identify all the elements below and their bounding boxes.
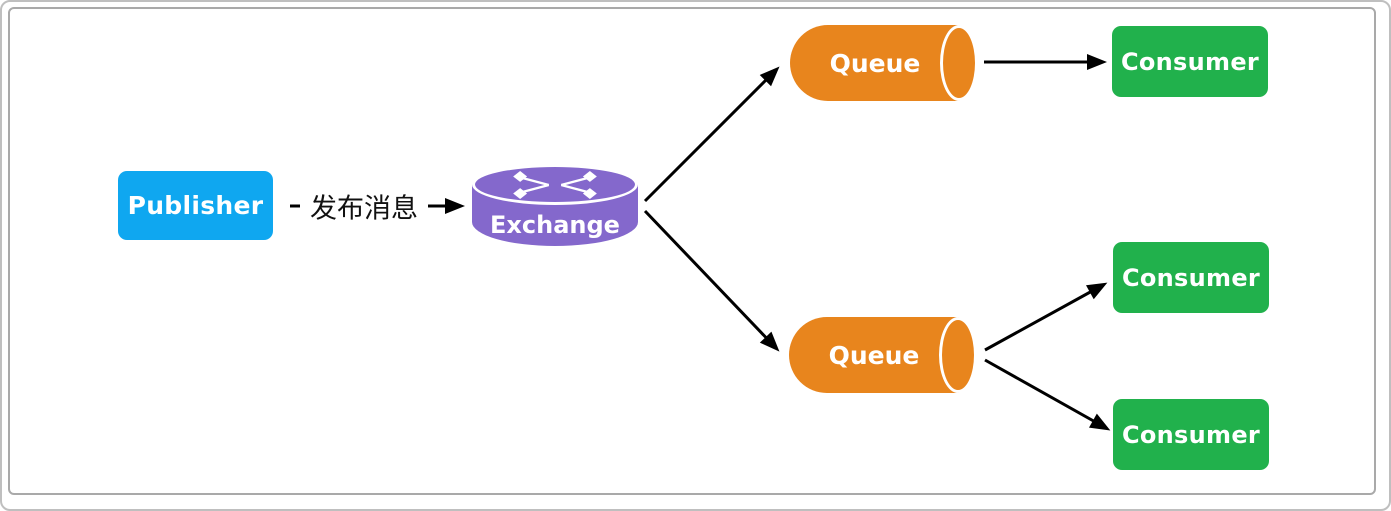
consumer-node-1: Consumer — [1112, 26, 1268, 97]
queue-node-1: Queue — [790, 25, 980, 101]
consumer-label: Consumer — [1120, 47, 1260, 76]
queue-node-2: Queue — [789, 317, 979, 393]
publisher-label: Publisher — [127, 191, 264, 220]
queue-cylinder-cap — [939, 317, 977, 393]
consumer-label: Consumer — [1121, 420, 1261, 449]
arrow-exchange-to-queue-2 — [643, 209, 780, 352]
publish-arrow-label: 发布消息 — [300, 184, 428, 228]
queue-label: Queue — [829, 48, 921, 78]
publisher-node: Publisher — [118, 171, 273, 240]
queue-cylinder-body — [789, 317, 959, 393]
exchange-label: Exchange — [490, 211, 620, 239]
arrow-exchange-to-queue-1 — [643, 66, 780, 203]
exchange-node: Exchange — [472, 164, 638, 246]
router-exchange-icon — [513, 170, 597, 199]
consumer-label: Consumer — [1121, 263, 1261, 292]
queue-cylinder-body — [790, 25, 960, 101]
queue-label: Queue — [828, 340, 920, 370]
consumer-node-3: Consumer — [1113, 399, 1269, 470]
queue-cylinder-cap — [940, 25, 978, 101]
arrow-queue-2-to-consumer-2 — [984, 282, 1108, 352]
arrow-queue-2-to-consumer-3 — [984, 358, 1111, 431]
exchange-cylinder-top — [472, 164, 638, 205]
consumer-node-2: Consumer — [1113, 242, 1269, 313]
